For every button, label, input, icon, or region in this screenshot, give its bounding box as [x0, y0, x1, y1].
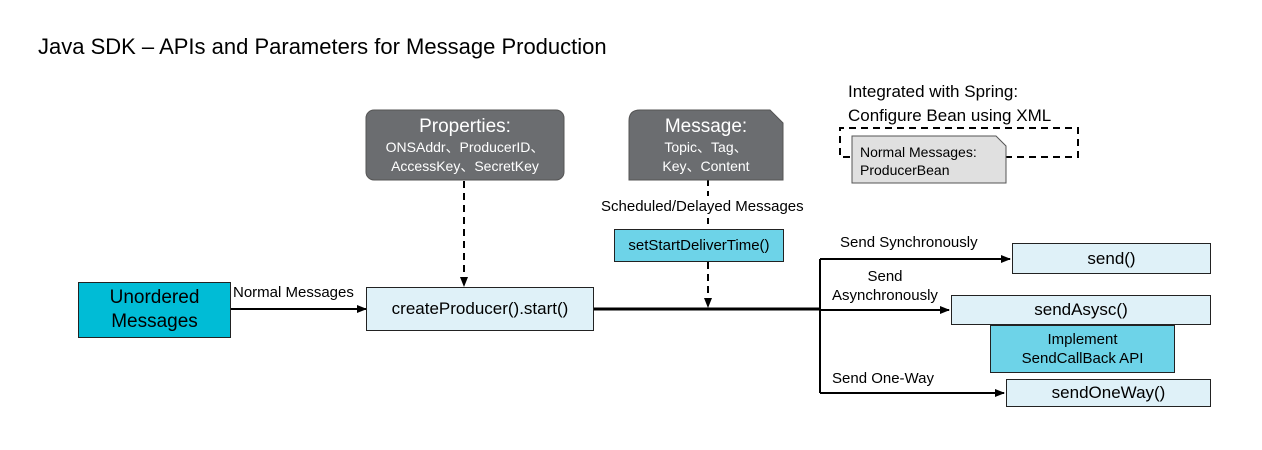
spring-line2: Configure Bean using XML: [848, 106, 1052, 125]
producer-bean-line1: Normal Messages:: [860, 144, 977, 160]
callback-line2: SendCallBack API: [1021, 350, 1144, 367]
send-callback-box: Implement SendCallBack API: [990, 325, 1175, 373]
properties-box: Properties: ONSAddr、ProducerID、 AccessKe…: [366, 112, 564, 180]
message-line2: Key、Content: [662, 158, 750, 174]
callback-line1: Implement: [1047, 331, 1118, 348]
unordered-line1: Unordered: [109, 287, 200, 308]
properties-line1: ONSAddr、ProducerID、: [385, 139, 545, 155]
create-producer-box: createProducer().start(): [366, 287, 594, 331]
producer-bean-shape: [851, 135, 1007, 184]
send-box: send(): [1012, 243, 1211, 274]
send-sync-label: Send Synchronously: [840, 234, 978, 251]
set-start-deliver-time-text: setStartDeliverTime(): [628, 237, 770, 254]
properties-shape: [365, 109, 565, 181]
message-shape: [628, 109, 784, 181]
message-box: Message: Topic、Tag、 Key、Content: [629, 112, 783, 180]
send-async-method-text: sendAsysc(): [1034, 300, 1128, 319]
producer-bean-label: Normal Messages: ProducerBean: [860, 143, 977, 179]
normal-messages-label: Normal Messages: [233, 284, 354, 301]
message-line1: Topic、Tag、: [664, 139, 748, 155]
unordered-messages-box: Unordered Messages: [78, 282, 231, 338]
send-async-line2: Asynchronously: [832, 287, 938, 304]
send-oneway-label: Send One-Way: [832, 370, 934, 387]
set-start-deliver-time-box: setStartDeliverTime(): [614, 229, 784, 262]
send-async-box: sendAsysc(): [951, 295, 1211, 325]
producer-bean-line2: ProducerBean: [860, 162, 950, 178]
unordered-line2: Messages: [111, 311, 198, 332]
create-producer-text: createProducer().start(): [391, 299, 569, 318]
spring-dashed-bracket: [839, 127, 1079, 158]
page-title: Java SDK – APIs and Parameters for Messa…: [38, 34, 607, 59]
properties-heading: Properties:: [419, 116, 511, 137]
spring-line1: Integrated with Spring:: [848, 82, 1019, 101]
spring-label: Integrated with Spring: Configure Bean u…: [848, 80, 1051, 128]
send-oneway-method-text: sendOneWay(): [1051, 383, 1166, 402]
send-async-label: Send Asynchronously: [820, 267, 950, 305]
send-method-text: send(): [1087, 248, 1136, 268]
send-async-line1: Send: [867, 268, 903, 285]
send-oneway-box: sendOneWay(): [1006, 379, 1211, 407]
properties-line2: AccessKey、SecretKey: [391, 158, 539, 174]
scheduled-delayed-label: Scheduled/Delayed Messages: [601, 198, 804, 215]
message-heading: Message:: [664, 116, 748, 137]
